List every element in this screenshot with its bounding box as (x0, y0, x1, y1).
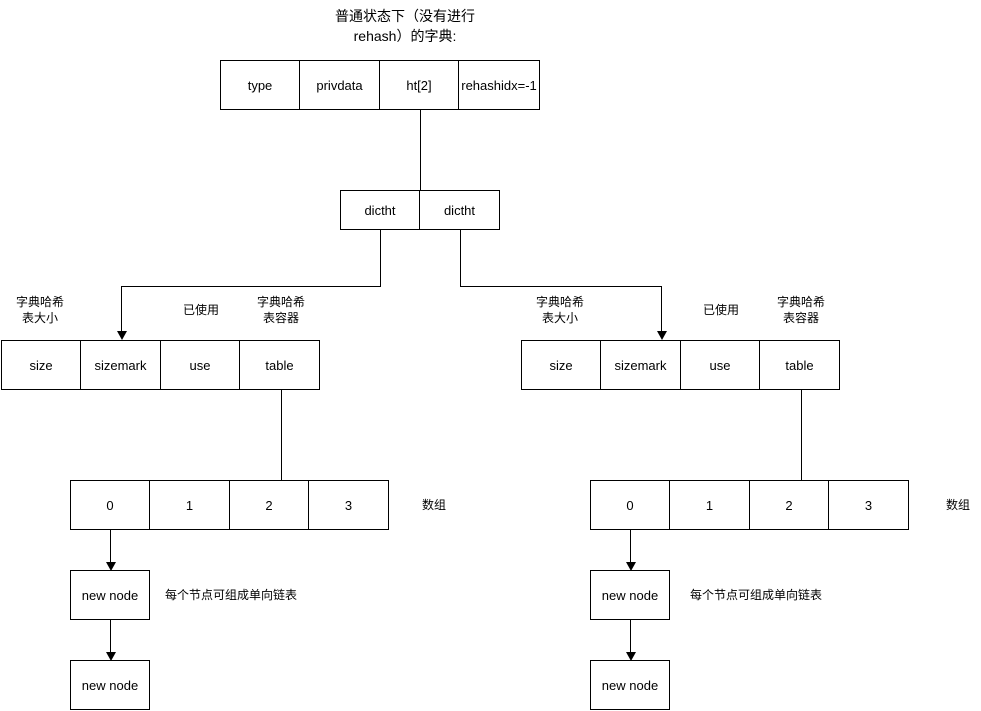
right-label-size: 字典哈希 表大小 (535, 295, 584, 325)
right-field-sizemark[interactable]: sizemark (600, 340, 681, 390)
connector-dictht0-to-left-table (121, 286, 122, 331)
connector-right-array-to-node1 (630, 530, 631, 562)
right-node-2[interactable]: new node (590, 660, 670, 710)
connector-right-node1-to-node2 (630, 620, 631, 652)
left-array-cell-2[interactable]: 2 (229, 480, 309, 530)
left-field-table[interactable]: table (239, 340, 320, 390)
dict-field-ht[interactable]: ht[2] (379, 60, 459, 110)
dictht-pair-row: dictht dictht (340, 190, 500, 230)
left-label-table: 字典哈希 表容器 (256, 295, 305, 325)
right-array-cell-3[interactable]: 3 (828, 480, 909, 530)
left-array-row: 0 1 2 3 (70, 480, 389, 530)
right-array-cell-1[interactable]: 1 (669, 480, 750, 530)
connector-dictht0-horizontal (121, 286, 381, 287)
right-array-label: 数组 (946, 498, 971, 512)
diagram-title: 普通状态下（没有进行 rehash）的字典: (335, 8, 475, 44)
right-array-cell-0[interactable]: 0 (590, 480, 670, 530)
connector-left-array-to-node1 (110, 530, 111, 562)
arrowhead-left-node2 (106, 652, 116, 661)
dictht-cell-1[interactable]: dictht (419, 190, 500, 230)
left-node-2[interactable]: new node (70, 660, 150, 710)
connector-ht-to-dictht (420, 110, 421, 190)
left-node-1[interactable]: new node (70, 570, 150, 620)
left-array-label: 数组 (422, 498, 447, 512)
right-field-use[interactable]: use (680, 340, 760, 390)
right-label-table: 字典哈希 表容器 (776, 295, 825, 325)
arrowhead-left-node1 (106, 562, 116, 571)
right-node-1[interactable]: new node (590, 570, 670, 620)
left-hashtable-row: size sizemark use table (1, 340, 320, 390)
arrowhead-right-node2 (626, 652, 636, 661)
right-array-row: 0 1 2 3 (590, 480, 909, 530)
right-node-note: 每个节点可组成单向链表 (690, 588, 823, 602)
connector-dictht0-drop (380, 230, 381, 286)
right-label-used: 已使用 (702, 303, 739, 317)
connector-left-node1-to-node2 (110, 620, 111, 652)
dict-field-privdata[interactable]: privdata (299, 60, 380, 110)
left-node-note: 每个节点可组成单向链表 (165, 588, 298, 602)
right-field-table[interactable]: table (759, 340, 840, 390)
connector-dictht1-horizontal (460, 286, 662, 287)
left-field-sizemark[interactable]: sizemark (80, 340, 161, 390)
right-hashtable-row: size sizemark use table (521, 340, 840, 390)
left-label-size: 字典哈希 表大小 (15, 295, 64, 325)
connector-dictht1-to-right-table (661, 286, 662, 331)
left-array-cell-0[interactable]: 0 (70, 480, 150, 530)
arrowhead-right-hashtable (657, 331, 667, 340)
connector-right-table-to-array (801, 390, 802, 480)
left-field-size[interactable]: size (1, 340, 81, 390)
dictht-cell-0[interactable]: dictht (340, 190, 420, 230)
arrowhead-right-node1 (626, 562, 636, 571)
right-array-cell-2[interactable]: 2 (749, 480, 829, 530)
left-label-used: 已使用 (182, 303, 219, 317)
dict-struct-row: type privdata ht[2] rehashidx=-1 (220, 60, 540, 110)
left-array-cell-3[interactable]: 3 (308, 480, 389, 530)
arrowhead-left-hashtable (117, 331, 127, 340)
connector-left-table-to-array (281, 390, 282, 480)
left-array-cell-1[interactable]: 1 (149, 480, 230, 530)
connector-dictht1-drop (460, 230, 461, 286)
left-field-use[interactable]: use (160, 340, 240, 390)
dict-field-rehashidx[interactable]: rehashidx=-1 (458, 60, 540, 110)
right-field-size[interactable]: size (521, 340, 601, 390)
dict-field-type[interactable]: type (220, 60, 300, 110)
